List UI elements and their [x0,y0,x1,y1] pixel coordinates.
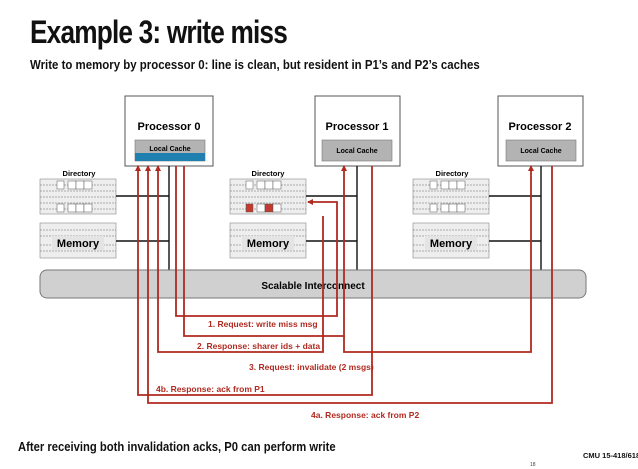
directory-2: Directory [412,169,490,215]
memory-1-label: Memory [247,238,290,250]
page-number: 18 [530,462,536,468]
memory-2-label: Memory [430,238,473,250]
processor-1-label: Processor 1 [326,121,389,133]
processor-2-cache [505,139,577,162]
directory-1: Directory [229,169,307,215]
msg-4a-arrow [145,165,553,404]
msg-4b-arrow [135,165,373,396]
msg-1-arrow [175,166,338,317]
processor-1-node: Processor 1 Local Cache [314,95,401,167]
msg-3-arrow-p1 [183,165,347,337]
processor-0-label: Processor 0 [138,121,201,133]
directory-1-label: Directory [252,169,286,178]
scalable-interconnect: Scalable Interconnect [39,269,587,299]
msg-3-arrow-p2 [343,165,534,353]
processor-0-cache-line-fill [135,153,205,161]
directory-2-label: Directory [436,169,470,178]
slide-footer: After receiving both invalidation acks, … [18,440,336,454]
msg-2-arrow [155,165,324,353]
msg-1-label: 1. Request: write miss msg [208,319,318,329]
processor-0-cache-label: Local Cache [149,146,190,153]
processor-1-cache-label: Local Cache [336,148,377,155]
msg-2-label: 2. Response: sharer ids + data [197,341,320,351]
processor-2-cache-label: Local Cache [520,148,561,155]
memory-0-label: Memory [57,238,100,250]
msg-4b-label: 4b. Response: ack from P1 [156,384,265,394]
slide-title: Example 3: write miss [30,14,288,50]
interconnect-label: Scalable Interconnect [261,281,365,292]
directory-0-label: Directory [63,169,97,178]
presence-bit-marker [264,203,274,213]
slide-subtitle: Write to memory by processor 0: line is … [30,57,480,72]
dirty-bit-marker [245,203,254,213]
processor-0-node: Processor 0 Local Cache [124,95,214,167]
msg-3-label: 3. Request: invalidate (2 msgs) [249,362,374,372]
node-wiring [116,166,542,270]
memory-0: Memory [39,222,117,259]
msg-4a-label: 4a. Response: ack from P2 [311,410,419,420]
processor-1-cache [321,139,393,162]
memory-1: Memory [229,222,307,259]
directory-0: Directory [39,169,117,215]
course-code: CMU 15-418/618 [583,451,638,460]
memory-2: Memory [412,222,490,259]
processor-2-node: Processor 2 Local Cache [497,95,584,167]
processor-2-label: Processor 2 [509,121,572,133]
